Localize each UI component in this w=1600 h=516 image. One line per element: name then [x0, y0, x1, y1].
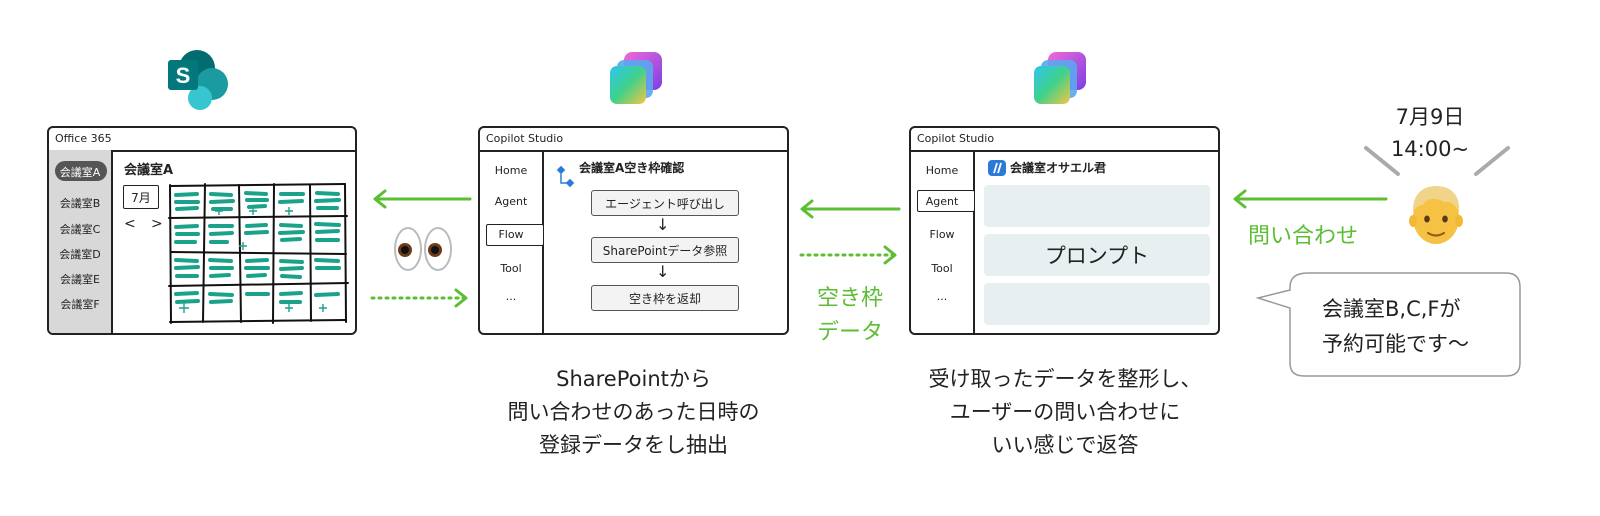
copilot-logo [1034, 52, 1086, 104]
nav-agent[interactable]: Agent [925, 195, 959, 208]
nav-flow[interactable]: Flow [929, 228, 955, 241]
room-item-a[interactable]: 会議室A [59, 166, 101, 179]
data-arrow-to-flow [370, 288, 468, 308]
inquiry-label: 問い合わせ [1248, 224, 1359, 249]
nav-selected-box[interactable] [486, 224, 544, 246]
request-arrow-to-sharepoint [373, 189, 472, 209]
nav-sidebar: Home Agent Flow Tool ... [911, 150, 975, 333]
month-badge[interactable]: 7月 [123, 185, 159, 209]
flow-caption-line3: 登録データをし抽出 [539, 433, 728, 457]
context-panel-top [984, 185, 1210, 227]
sharepoint-logo: S [168, 50, 228, 110]
nav-more[interactable]: ... [505, 290, 517, 303]
nav-agent[interactable]: Agent [494, 195, 528, 208]
flow-step-sharepoint[interactable]: SharePointデータ参照 [591, 237, 739, 263]
window-title: Copilot Studio [911, 128, 1218, 152]
svg-text:S: S [176, 63, 191, 88]
copilot-flow-window: Copilot Studio Home Agent Flow Tool ... … [478, 126, 789, 335]
agent-name: 会議室オサエル君 [1010, 161, 1107, 175]
nav-flow[interactable]: Flow [498, 228, 524, 241]
nav-home[interactable]: Home [494, 164, 528, 177]
nav-selected-box[interactable] [917, 190, 975, 212]
flow-step-return-slots[interactable]: 空き枠を返却 [591, 285, 739, 311]
agent-caption-line1: 受け取ったデータを整形し、 [928, 367, 1202, 391]
speech-line2: 予約可能です〜 [1322, 332, 1469, 356]
time-label: 14:00~ [1390, 137, 1470, 161]
request-arrow-to-flow [800, 199, 901, 219]
inquiry-arrow-to-agent [1233, 189, 1388, 209]
calendar-heading: 会議室A [124, 163, 174, 178]
date-label: 7月9日 [1395, 105, 1465, 129]
step-arrow-icon: ↓ [656, 262, 670, 281]
prompt-panel[interactable] [984, 234, 1210, 276]
nav-sidebar: Home Agent Flow Tool ... [480, 150, 544, 333]
flow-caption-line2: 問い合わせのあった日時の [507, 400, 760, 424]
window-title: Office 365 [49, 128, 355, 152]
nav-more[interactable]: ... [936, 290, 948, 303]
room-sidebar: 会議室A 会議室B 会議室C 会議室D 会議室E 会議室F [49, 150, 113, 333]
room-item-c[interactable]: 会議室C [59, 223, 101, 236]
step-arrow-icon: ↓ [656, 215, 670, 234]
room-item-d[interactable]: 会議室D [59, 248, 101, 261]
window-title: Copilot Studio [480, 128, 787, 152]
emphasis-lines [1364, 146, 1510, 176]
agent-icon [988, 160, 1006, 176]
agent-caption-line2: ユーザーの問い合わせに [949, 400, 1181, 424]
room-item-e[interactable]: 会議室E [60, 273, 100, 286]
agent-caption: 受け取ったデータを整形し、 ユーザーの問い合わせに いい感じで返答 [900, 363, 1230, 462]
agent-caption-line3: いい感じで返答 [991, 433, 1139, 457]
empty-slot-label-line1: 空き枠 [816, 286, 883, 311]
prompt-label: プロンプト [1044, 244, 1150, 268]
calendar-grid [168, 183, 349, 324]
copilot-logo [610, 52, 662, 104]
speech-bubble [1255, 272, 1521, 377]
sharepoint-window: Office 365 会議室A 会議室B 会議室C 会議室D 会議室E 会議室F… [47, 126, 357, 335]
copilot-agent-window: Copilot Studio Home Agent Flow Tool ... … [909, 126, 1220, 335]
data-arrow-to-agent [799, 245, 897, 265]
room-item-selected[interactable] [55, 161, 107, 181]
nav-tool[interactable]: Tool [500, 262, 522, 275]
nav-home[interactable]: Home [925, 164, 959, 177]
flow-caption-line1: SharePointから [556, 367, 711, 391]
flow-title: 会議室A空き枠確認 [579, 161, 685, 175]
nav-tool[interactable]: Tool [931, 262, 953, 275]
speech-line1: 会議室B,C,Fが [1322, 297, 1461, 321]
context-panel-bottom [984, 283, 1210, 325]
next-month-button[interactable]: > [151, 216, 163, 232]
room-item-f[interactable]: 会議室F [60, 298, 100, 311]
person-emoji [1409, 186, 1463, 244]
flow-caption: SharePointから 問い合わせのあった日時の 登録データをし抽出 [478, 363, 789, 462]
empty-slot-label-line2: データ [816, 320, 883, 345]
prev-month-button[interactable]: < [124, 216, 136, 232]
room-item-b[interactable]: 会議室B [59, 197, 101, 210]
eyes-emoji [392, 224, 456, 274]
flow-step-call-agent[interactable]: エージェント呼び出し [591, 190, 739, 216]
flow-icon [556, 166, 575, 188]
